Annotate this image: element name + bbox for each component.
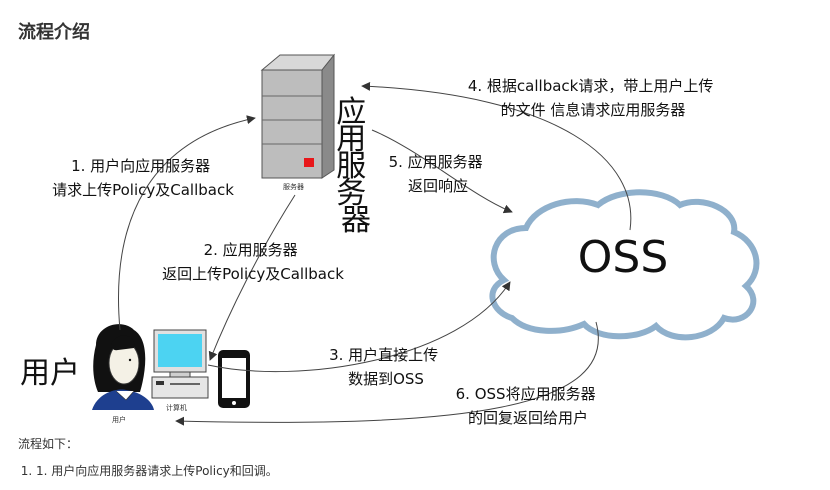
user-shirt: [92, 389, 154, 410]
step-5-label: 5. 应用服务器 返回响应: [389, 153, 488, 195]
arrow-step-3: [207, 281, 511, 373]
server-led-icon: [304, 158, 314, 167]
arrow-step-6: [175, 321, 599, 426]
arrow-step-5: [371, 129, 513, 214]
user-icon: [92, 324, 154, 410]
computer-screen: [158, 334, 202, 367]
list-item: 1. 用户向应用服务器请求上传Policy和回调。: [36, 462, 278, 479]
server-icon: [260, 53, 336, 179]
intro-text: 流程如下：: [18, 437, 79, 451]
user-label: 用户: [20, 356, 80, 391]
arrow-step-4: [361, 81, 632, 231]
user-caption: 用户: [112, 415, 126, 424]
step-3-label: 3. 用户直接上传 数据到OSS: [329, 346, 443, 388]
computer-caption: 计算机: [166, 403, 187, 412]
step-6-label: 6. OSS将应用服务器 的回复返回给用户: [456, 385, 601, 427]
server-caption: 服务器: [283, 182, 304, 191]
arrow-step-1: [118, 115, 256, 331]
step-1-label: 1. 用户向应用服务器 请求上传Policy及Callback: [52, 157, 234, 199]
arrow-step-2: [208, 194, 296, 361]
step-4-label: 4. 根据callback请求，带上用户上传 的文件 信息请求应用服务器: [468, 77, 718, 119]
step-list: 1. 用户向应用服务器请求上传Policy和回调。: [18, 462, 278, 479]
phone-icon: [218, 350, 250, 408]
computer-icon: [151, 329, 209, 399]
oss-label: OSS: [578, 232, 669, 283]
server-label: 应 用 服 务 器: [336, 95, 376, 238]
oss-cloud-icon: [489, 189, 760, 341]
step-2-label: 2. 应用服务器 返回上传Policy及Callback: [162, 241, 344, 283]
page-title: 流程介绍: [18, 22, 90, 43]
